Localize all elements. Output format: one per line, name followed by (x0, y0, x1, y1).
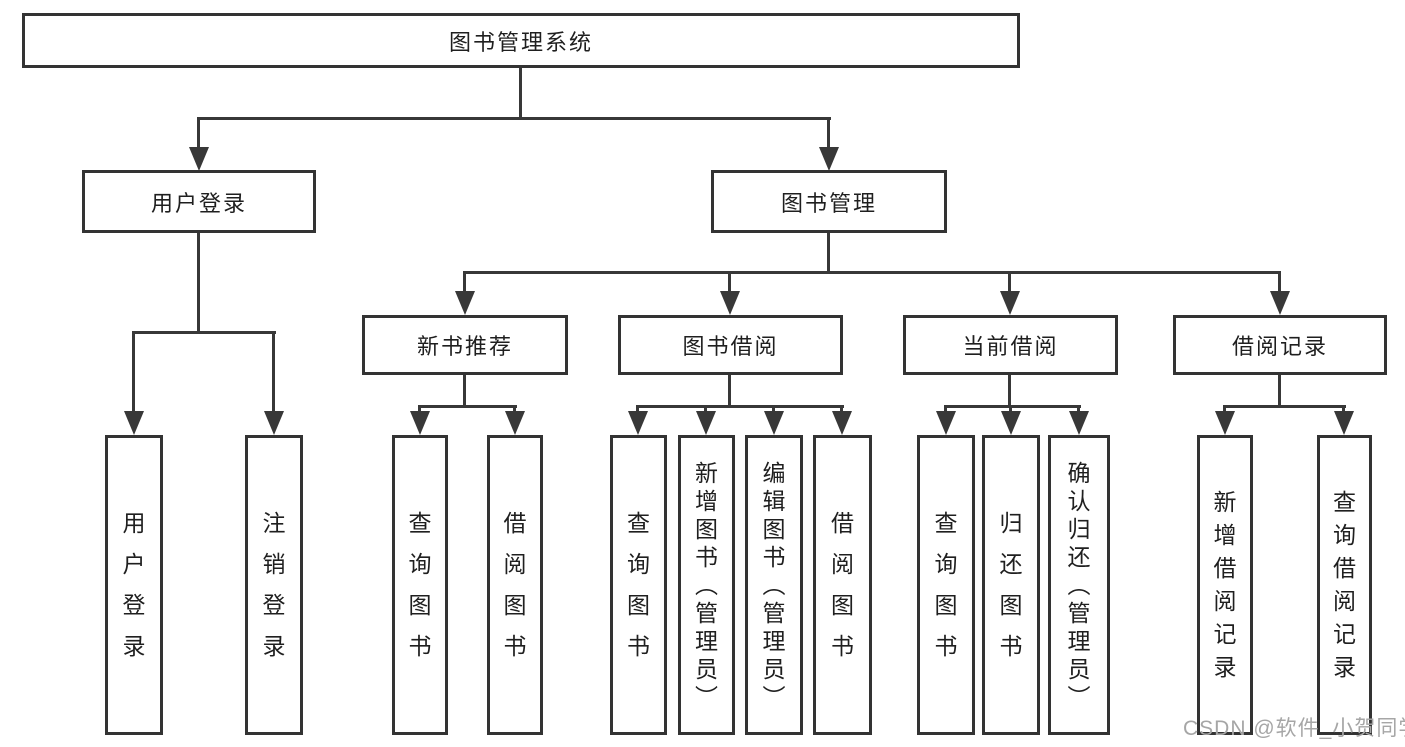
leaf-confirm-return-admin: 确认归还︵管理员︶ (1048, 435, 1110, 735)
arrow-down-icon (1334, 411, 1354, 435)
connector-vline (463, 375, 466, 408)
arrow-down-icon (1000, 291, 1020, 315)
arrow-down-icon (696, 411, 716, 435)
node-book-borrow-label: 图书借阅 (682, 334, 779, 359)
leaf-query-books-borrow-label: 查询图书 (627, 510, 650, 659)
connector-vline (1278, 375, 1281, 408)
arrow-down-icon (720, 291, 740, 315)
connector-vline (197, 233, 200, 334)
leaf-query-borrow-record-label: 查询借阅记录 (1333, 489, 1356, 680)
leaf-borrow-books-recommend-label: 借阅图书 (503, 510, 527, 659)
node-book-management: 图书管理 (711, 170, 947, 233)
node-user-login: 用户登录 (82, 170, 316, 233)
connector-vline (772, 405, 775, 414)
connector-vline (728, 375, 731, 408)
connector-hline (1223, 405, 1346, 408)
leaf-query-books-current: 查询图书 (917, 435, 975, 735)
leaf-borrow-books-recommend: 借阅图书 (487, 435, 543, 735)
leaf-add-book-admin-label: 新增图书︵管理员︶ (695, 459, 718, 710)
arrow-down-icon (1069, 411, 1089, 435)
leaf-return-books-label: 归还图书 (999, 510, 1023, 659)
connector-vline (840, 405, 843, 414)
connector-hline (132, 331, 276, 334)
node-book-management-label: 图书管理 (780, 190, 877, 216)
connector-vline (519, 65, 522, 119)
node-new-book-recommend-label: 新书推荐 (416, 334, 513, 359)
leaf-logout-label: 注销登录 (262, 510, 286, 659)
connector-hline (418, 405, 517, 408)
connector-hline (636, 405, 844, 408)
arrow-down-icon (1215, 411, 1235, 435)
arrow-down-icon (124, 411, 144, 435)
node-new-book-recommend: 新书推荐 (362, 315, 568, 375)
leaf-add-borrow-record-label: 新增借阅记录 (1213, 489, 1237, 680)
connector-hline (197, 117, 831, 120)
node-user-login-label: 用户登录 (150, 190, 247, 216)
connector-vline (1223, 405, 1226, 414)
watermark: CSDN @软件_小贺同学 (1183, 717, 1405, 740)
connector-vline (1342, 405, 1345, 414)
node-current-borrow: 当前借阅 (903, 315, 1118, 375)
connector-vline (1278, 271, 1281, 293)
connector-vline (1009, 405, 1012, 414)
leaf-add-borrow-record: 新增借阅记录 (1197, 435, 1253, 735)
connector-vline (197, 117, 200, 149)
leaf-add-book-admin: 新增图书︵管理员︶ (678, 435, 735, 735)
node-borrow-records: 借阅记录 (1173, 315, 1387, 375)
leaf-edit-book-admin-label: 编辑图书︵管理员︶ (762, 459, 786, 710)
connector-vline (728, 271, 731, 293)
arrow-down-icon (505, 411, 525, 435)
leaf-query-borrow-record: 查询借阅记录 (1317, 435, 1372, 735)
connector-hline (944, 405, 1081, 408)
arrow-down-icon (819, 147, 839, 171)
leaf-query-books-borrow: 查询图书 (610, 435, 667, 735)
leaf-query-books-recommend-label: 查询图书 (408, 510, 432, 659)
leaf-query-books-current-label: 查询图书 (934, 510, 958, 659)
leaf-edit-book-admin: 编辑图书︵管理员︶ (745, 435, 803, 735)
connector-vline (513, 405, 516, 414)
node-book-borrow: 图书借阅 (618, 315, 843, 375)
leaf-borrow-books-label: 借阅图书 (831, 510, 854, 659)
arrow-down-icon (264, 411, 284, 435)
connector-vline (827, 117, 830, 149)
leaf-query-books-recommend: 查询图书 (392, 435, 448, 735)
arrow-down-icon (189, 147, 209, 171)
connector-vline (1077, 405, 1080, 414)
connector-vline (418, 405, 421, 414)
node-borrow-records-label: 借阅记录 (1231, 334, 1328, 359)
connector-vline (1008, 271, 1011, 293)
arrow-down-icon (455, 291, 475, 315)
connector-vline (704, 405, 707, 414)
leaf-logout: 注销登录 (245, 435, 303, 735)
connector-vline (827, 233, 830, 274)
node-root-label: 图书管理系统 (448, 29, 593, 55)
leaf-borrow-books: 借阅图书 (813, 435, 872, 735)
arrow-down-icon (936, 411, 956, 435)
node-current-borrow-label: 当前借阅 (962, 334, 1059, 359)
connector-hline (463, 271, 1281, 274)
node-root: 图书管理系统 (22, 13, 1020, 68)
arrow-down-icon (1001, 411, 1021, 435)
connector-vline (463, 271, 466, 293)
arrow-down-icon (832, 411, 852, 435)
connector-vline (132, 331, 135, 412)
connector-vline (636, 405, 639, 414)
leaf-user-login-label: 用户登录 (122, 510, 146, 659)
leaf-confirm-return-admin-label: 确认归还︵管理员︶ (1067, 459, 1091, 710)
arrow-down-icon (764, 411, 784, 435)
arrow-down-icon (410, 411, 430, 435)
arrow-down-icon (628, 411, 648, 435)
arrow-down-icon (1270, 291, 1290, 315)
leaf-return-books: 归还图书 (982, 435, 1040, 735)
connector-vline (272, 331, 275, 412)
connector-vline (944, 405, 947, 414)
connector-vline (1008, 375, 1011, 408)
leaf-user-login: 用户登录 (105, 435, 163, 735)
